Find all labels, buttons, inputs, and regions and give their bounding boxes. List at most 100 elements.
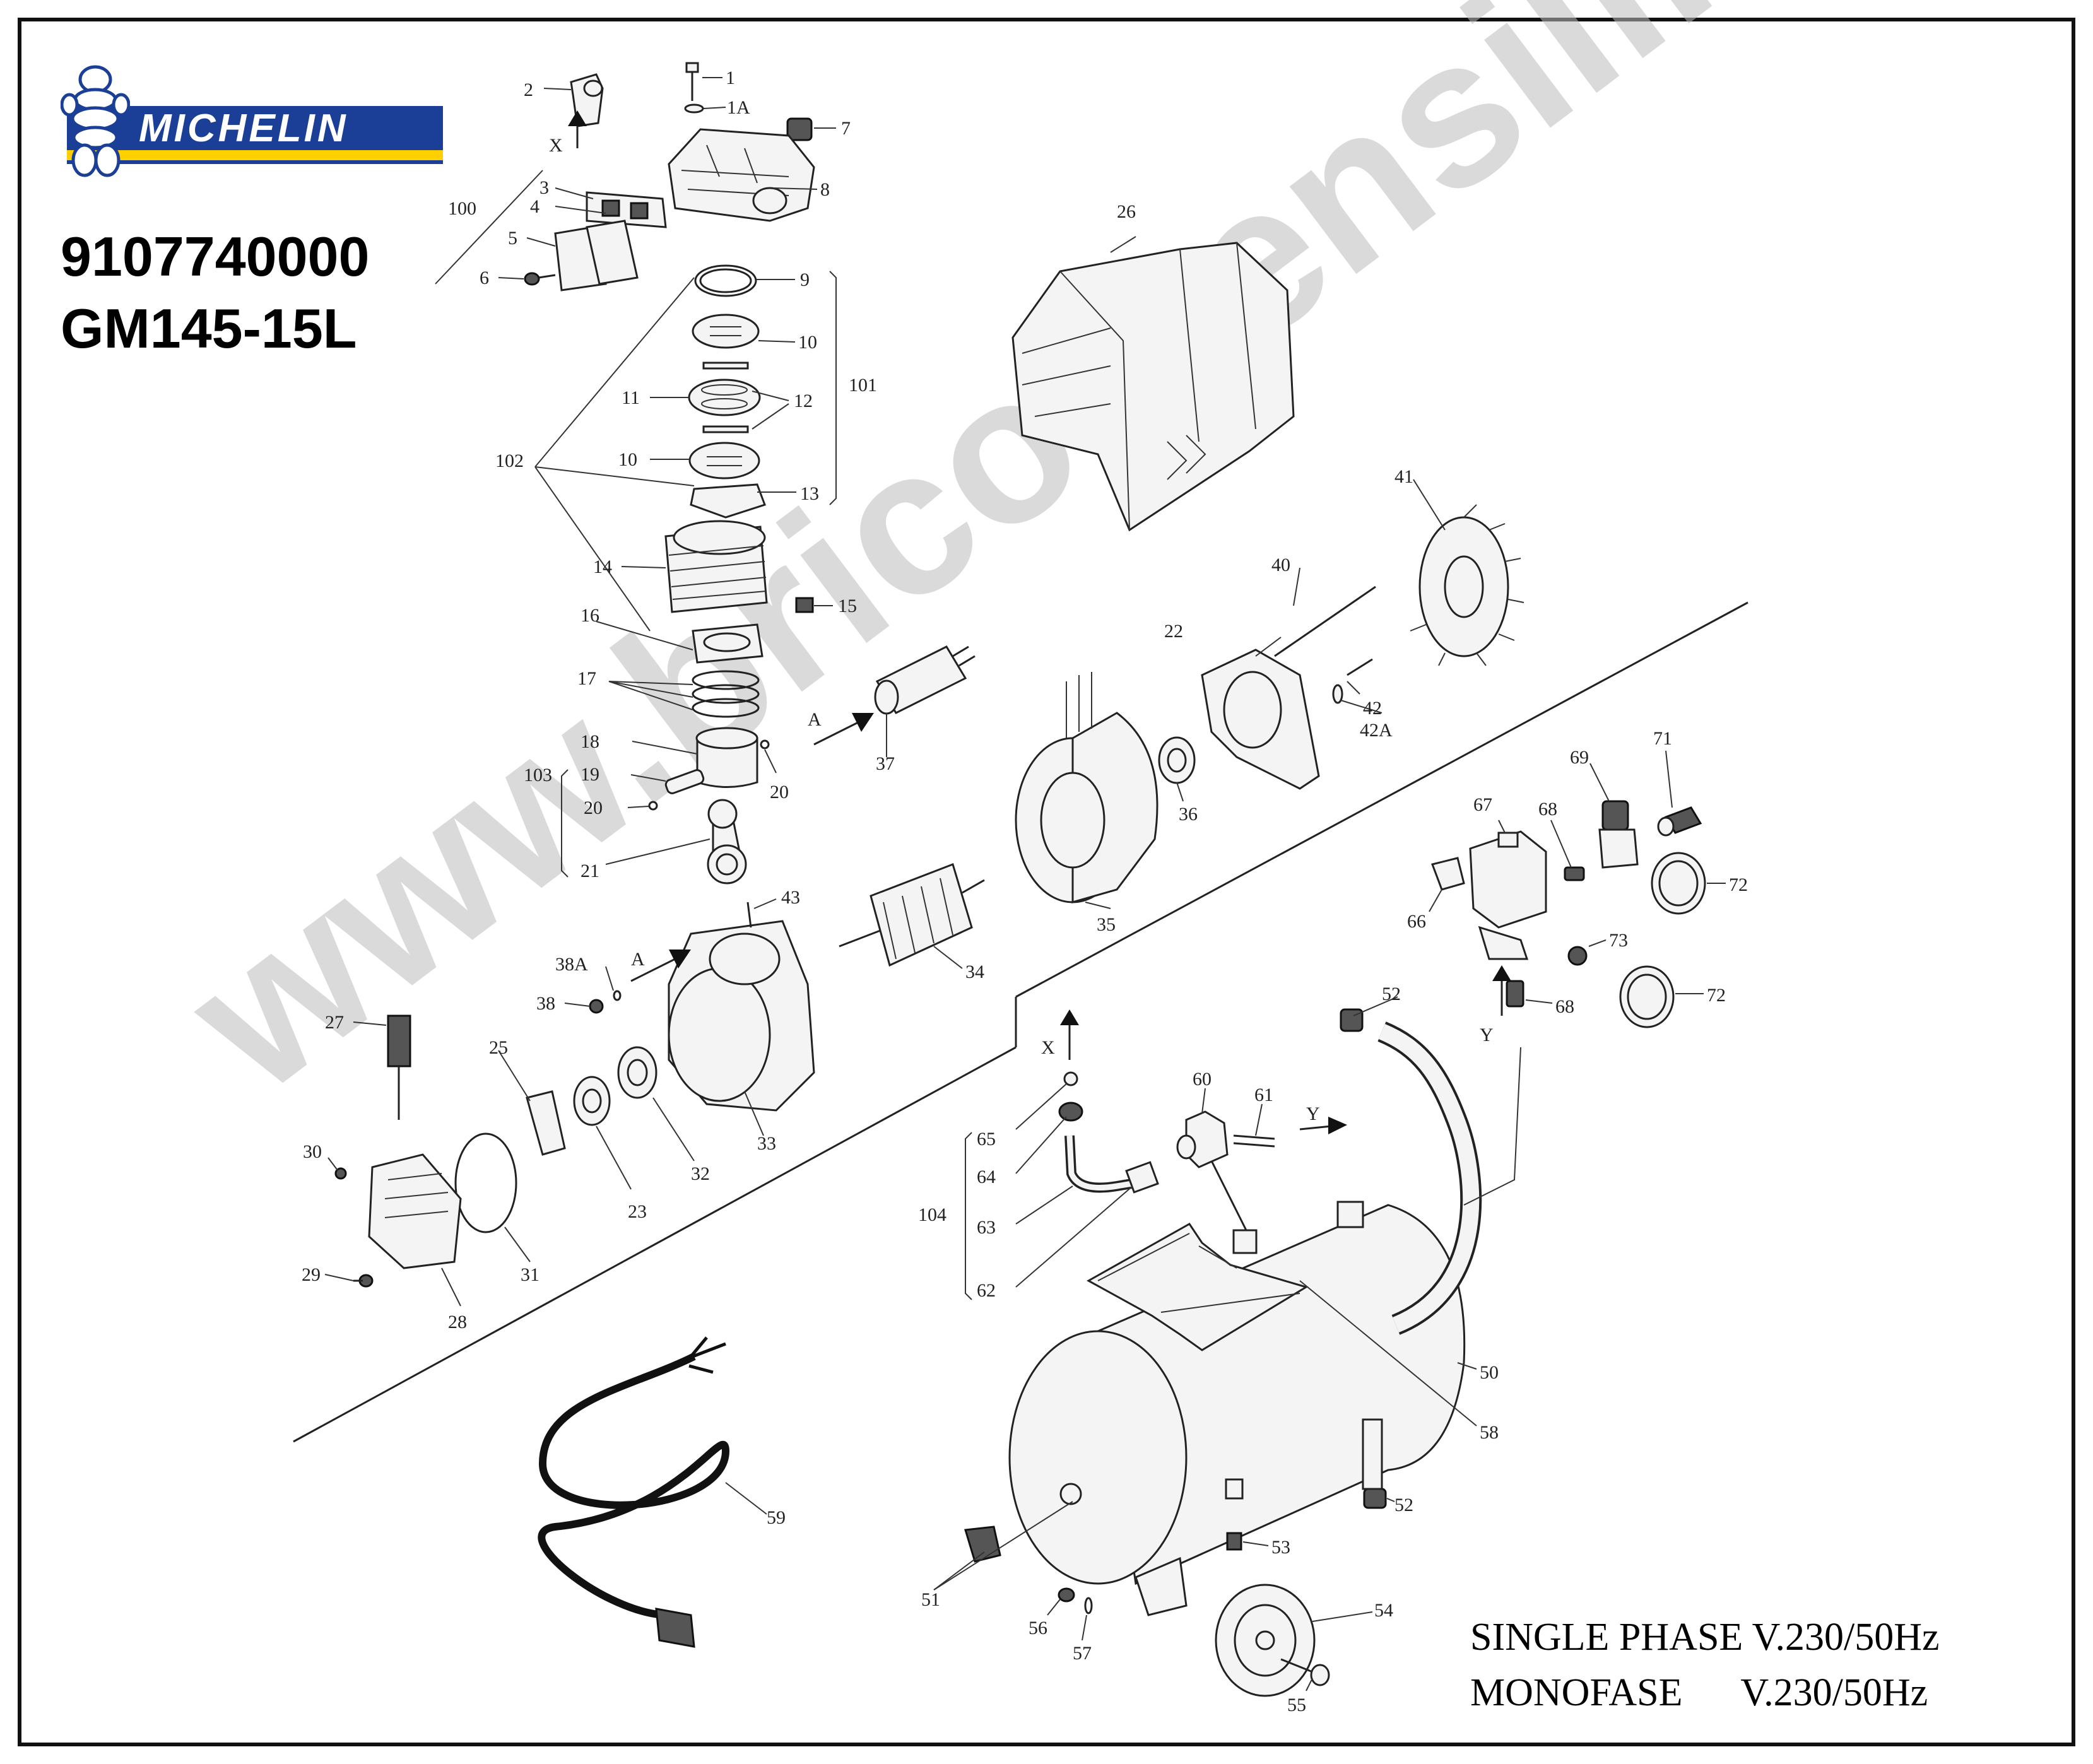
arrow-y-up: Y [1480, 965, 1511, 1045]
callout-17: 17 [577, 668, 596, 689]
tank-assembly [964, 1008, 1482, 1697]
callout-51: 51 [921, 1589, 940, 1610]
part-gauge-72-upper [1651, 852, 1706, 915]
part-fitting-68-lower [1506, 980, 1524, 1008]
part-gasket-3-4 [586, 191, 667, 228]
pipe-assembly-104 [1058, 1071, 1275, 1254]
arrow-x-lower: X [1041, 1009, 1079, 1060]
part-reed-12-upper [702, 362, 749, 370]
callout-63: 63 [977, 1217, 996, 1238]
callout-20-right: 20 [770, 782, 789, 803]
callout-6: 6 [480, 268, 489, 288]
callout-9: 9 [800, 269, 810, 290]
callout-19: 19 [581, 764, 599, 785]
callout-57: 57 [1073, 1643, 1092, 1664]
callout-64: 64 [977, 1167, 996, 1187]
part-power-cord-59 [538, 1336, 730, 1648]
part-screw-29 [353, 1274, 374, 1288]
part-tank-boss [1336, 1201, 1364, 1228]
part-connecting-rod-21 [707, 799, 747, 885]
callout-12: 12 [794, 391, 813, 411]
part-regulator-69 [1598, 800, 1639, 869]
arrow-label-y-right: Y [1306, 1103, 1320, 1124]
part-delivery-hose [1378, 1024, 1480, 1333]
callout-41: 41 [1394, 466, 1413, 487]
part-tank-port [1059, 1483, 1082, 1505]
part-washer-38a [613, 990, 622, 1001]
callout-67: 67 [1473, 794, 1492, 815]
callout-20-left: 20 [584, 797, 603, 818]
part-rotor-34 [839, 863, 985, 967]
part-plate-10-upper [692, 314, 760, 349]
model-name: GM145-15L [61, 297, 357, 360]
callout-53: 53 [1271, 1537, 1290, 1558]
callout-7: 7 [841, 118, 851, 139]
part-bearing-23 [573, 1076, 611, 1126]
callout-55: 55 [1287, 1695, 1306, 1715]
part-valve-plate-11 [688, 379, 761, 416]
callout-15: 15 [838, 596, 857, 616]
callout-16: 16 [581, 605, 599, 626]
callout-5: 5 [508, 228, 517, 249]
part-wheel-bolt-55 [1280, 1658, 1330, 1686]
part-plug-52-bottom [1363, 1488, 1387, 1509]
part-clip-20-left [648, 801, 658, 811]
callout-61: 61 [1254, 1085, 1273, 1105]
callout-22: 22 [1164, 621, 1183, 642]
part-clip-20-right [760, 739, 770, 750]
callout-59: 59 [767, 1507, 786, 1528]
arrow-a-upper: A [808, 709, 874, 746]
part-fitting-68-upper [1564, 866, 1585, 881]
part-gasket-16 [692, 623, 764, 664]
callout-18: 18 [581, 731, 599, 752]
callout-37: 37 [876, 753, 895, 774]
callout-30: 30 [303, 1141, 322, 1162]
spec-line-1: SINGLE PHASE V.230/50Hz [1470, 1616, 1940, 1659]
bracket-group-100 [435, 170, 543, 285]
spec-line-2: MONOFASE V.230/50Hz [1470, 1671, 1928, 1714]
brand-logo-text: MICHELIN [139, 107, 348, 150]
pressure-switch-assembly [1431, 800, 1706, 1028]
motor-assembly [334, 242, 1524, 1288]
part-screw-1 [685, 62, 699, 101]
part-gasket-13 [690, 483, 766, 519]
callout-8: 8 [820, 179, 830, 200]
part-crankcase-33 [668, 920, 815, 1112]
arrow-label-a-upper: A [808, 709, 822, 730]
callout-103: 103 [524, 765, 552, 785]
callout-3: 3 [539, 177, 549, 198]
part-cylinder-14 [664, 520, 768, 613]
callout-29: 29 [302, 1264, 321, 1285]
part-washer-1a [684, 103, 704, 114]
part-washer-57 [1084, 1597, 1093, 1614]
callout-68-lower: 68 [1555, 996, 1574, 1017]
arrow-a-lower: A [630, 949, 691, 982]
part-fitting-66 [1431, 857, 1465, 891]
arrow-label-x-lower: X [1041, 1037, 1055, 1058]
part-tank-50 [1008, 1204, 1466, 1585]
callout-28: 28 [448, 1312, 467, 1332]
callout-58: 58 [1480, 1422, 1499, 1443]
part-oil-seal-32 [617, 1046, 657, 1099]
diagram-frame [18, 18, 2075, 1746]
arrow-label-a-lower: A [631, 949, 645, 970]
part-handle-bracket-58 [1086, 1223, 1309, 1351]
callout-23: 23 [628, 1201, 647, 1222]
part-valve-block-5 [554, 220, 639, 291]
callout-50: 50 [1480, 1362, 1499, 1383]
part-plug-7 [786, 117, 813, 141]
part-wheel-54 [1215, 1584, 1316, 1697]
arrow-y-right: Y [1299, 1103, 1347, 1134]
part-plug-51 [964, 1526, 1001, 1563]
section-divider-lines [293, 601, 1748, 1443]
part-oring-9 [694, 264, 757, 297]
callout-4: 4 [530, 196, 539, 217]
part-quick-coupler-71 [1657, 806, 1702, 837]
callout-72-upper: 72 [1729, 874, 1748, 895]
callout-52-bottom: 52 [1394, 1495, 1413, 1515]
part-nut-62 [1125, 1161, 1159, 1194]
callout-102: 102 [495, 450, 524, 471]
part-piston-rings-17 [692, 670, 760, 718]
part-nut-38 [589, 999, 604, 1014]
